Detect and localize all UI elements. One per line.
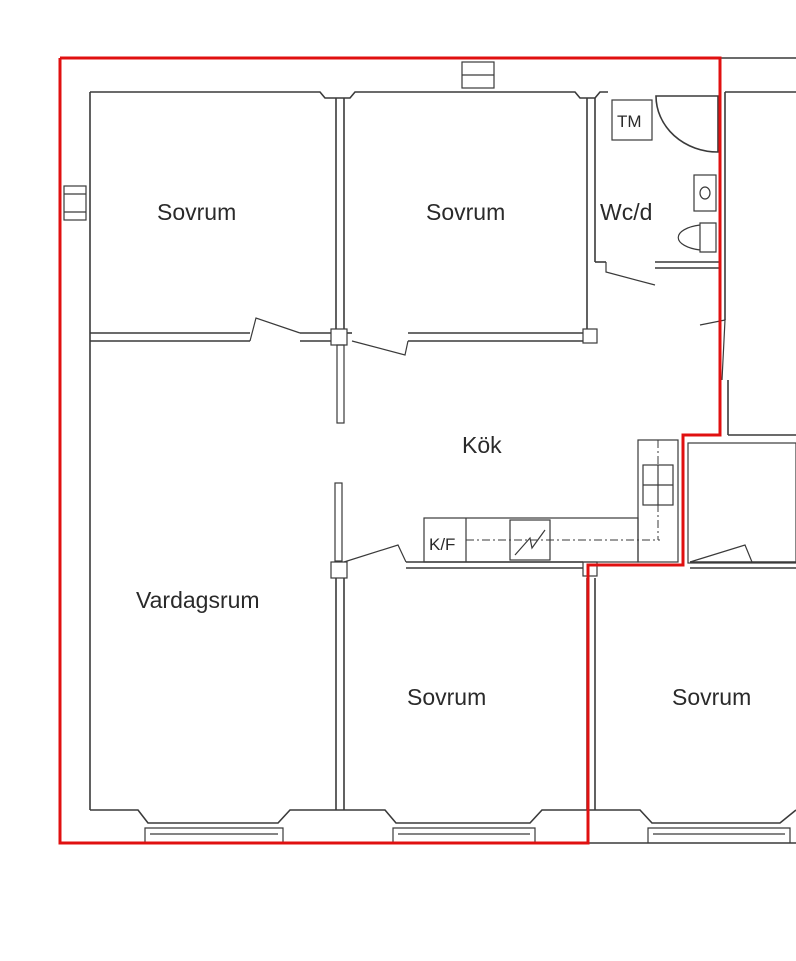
room-label-sovrum-3: Sovrum xyxy=(407,684,486,710)
fixture-label-tm: TM xyxy=(617,112,642,131)
room-label-kok: Kök xyxy=(462,432,502,458)
apartment-outline xyxy=(58,56,722,845)
room-label-vardagsrum: Vardagsrum xyxy=(136,587,260,613)
kitchen-counter xyxy=(423,439,679,563)
exterior-walls xyxy=(59,57,796,844)
room-label-sovrum-4: Sovrum xyxy=(672,684,751,710)
room-label-sovrum-1: Sovrum xyxy=(157,199,236,225)
room-label-sovrum-2: Sovrum xyxy=(426,199,505,225)
doors xyxy=(249,262,753,563)
shower-icon xyxy=(655,95,719,153)
room-label-wc: Wc/d xyxy=(600,199,652,225)
toilet-icon xyxy=(677,222,717,253)
bathroom-fixtures xyxy=(611,95,719,253)
sink-icon xyxy=(693,174,717,212)
fixture-label-kf: K/F xyxy=(429,535,455,554)
